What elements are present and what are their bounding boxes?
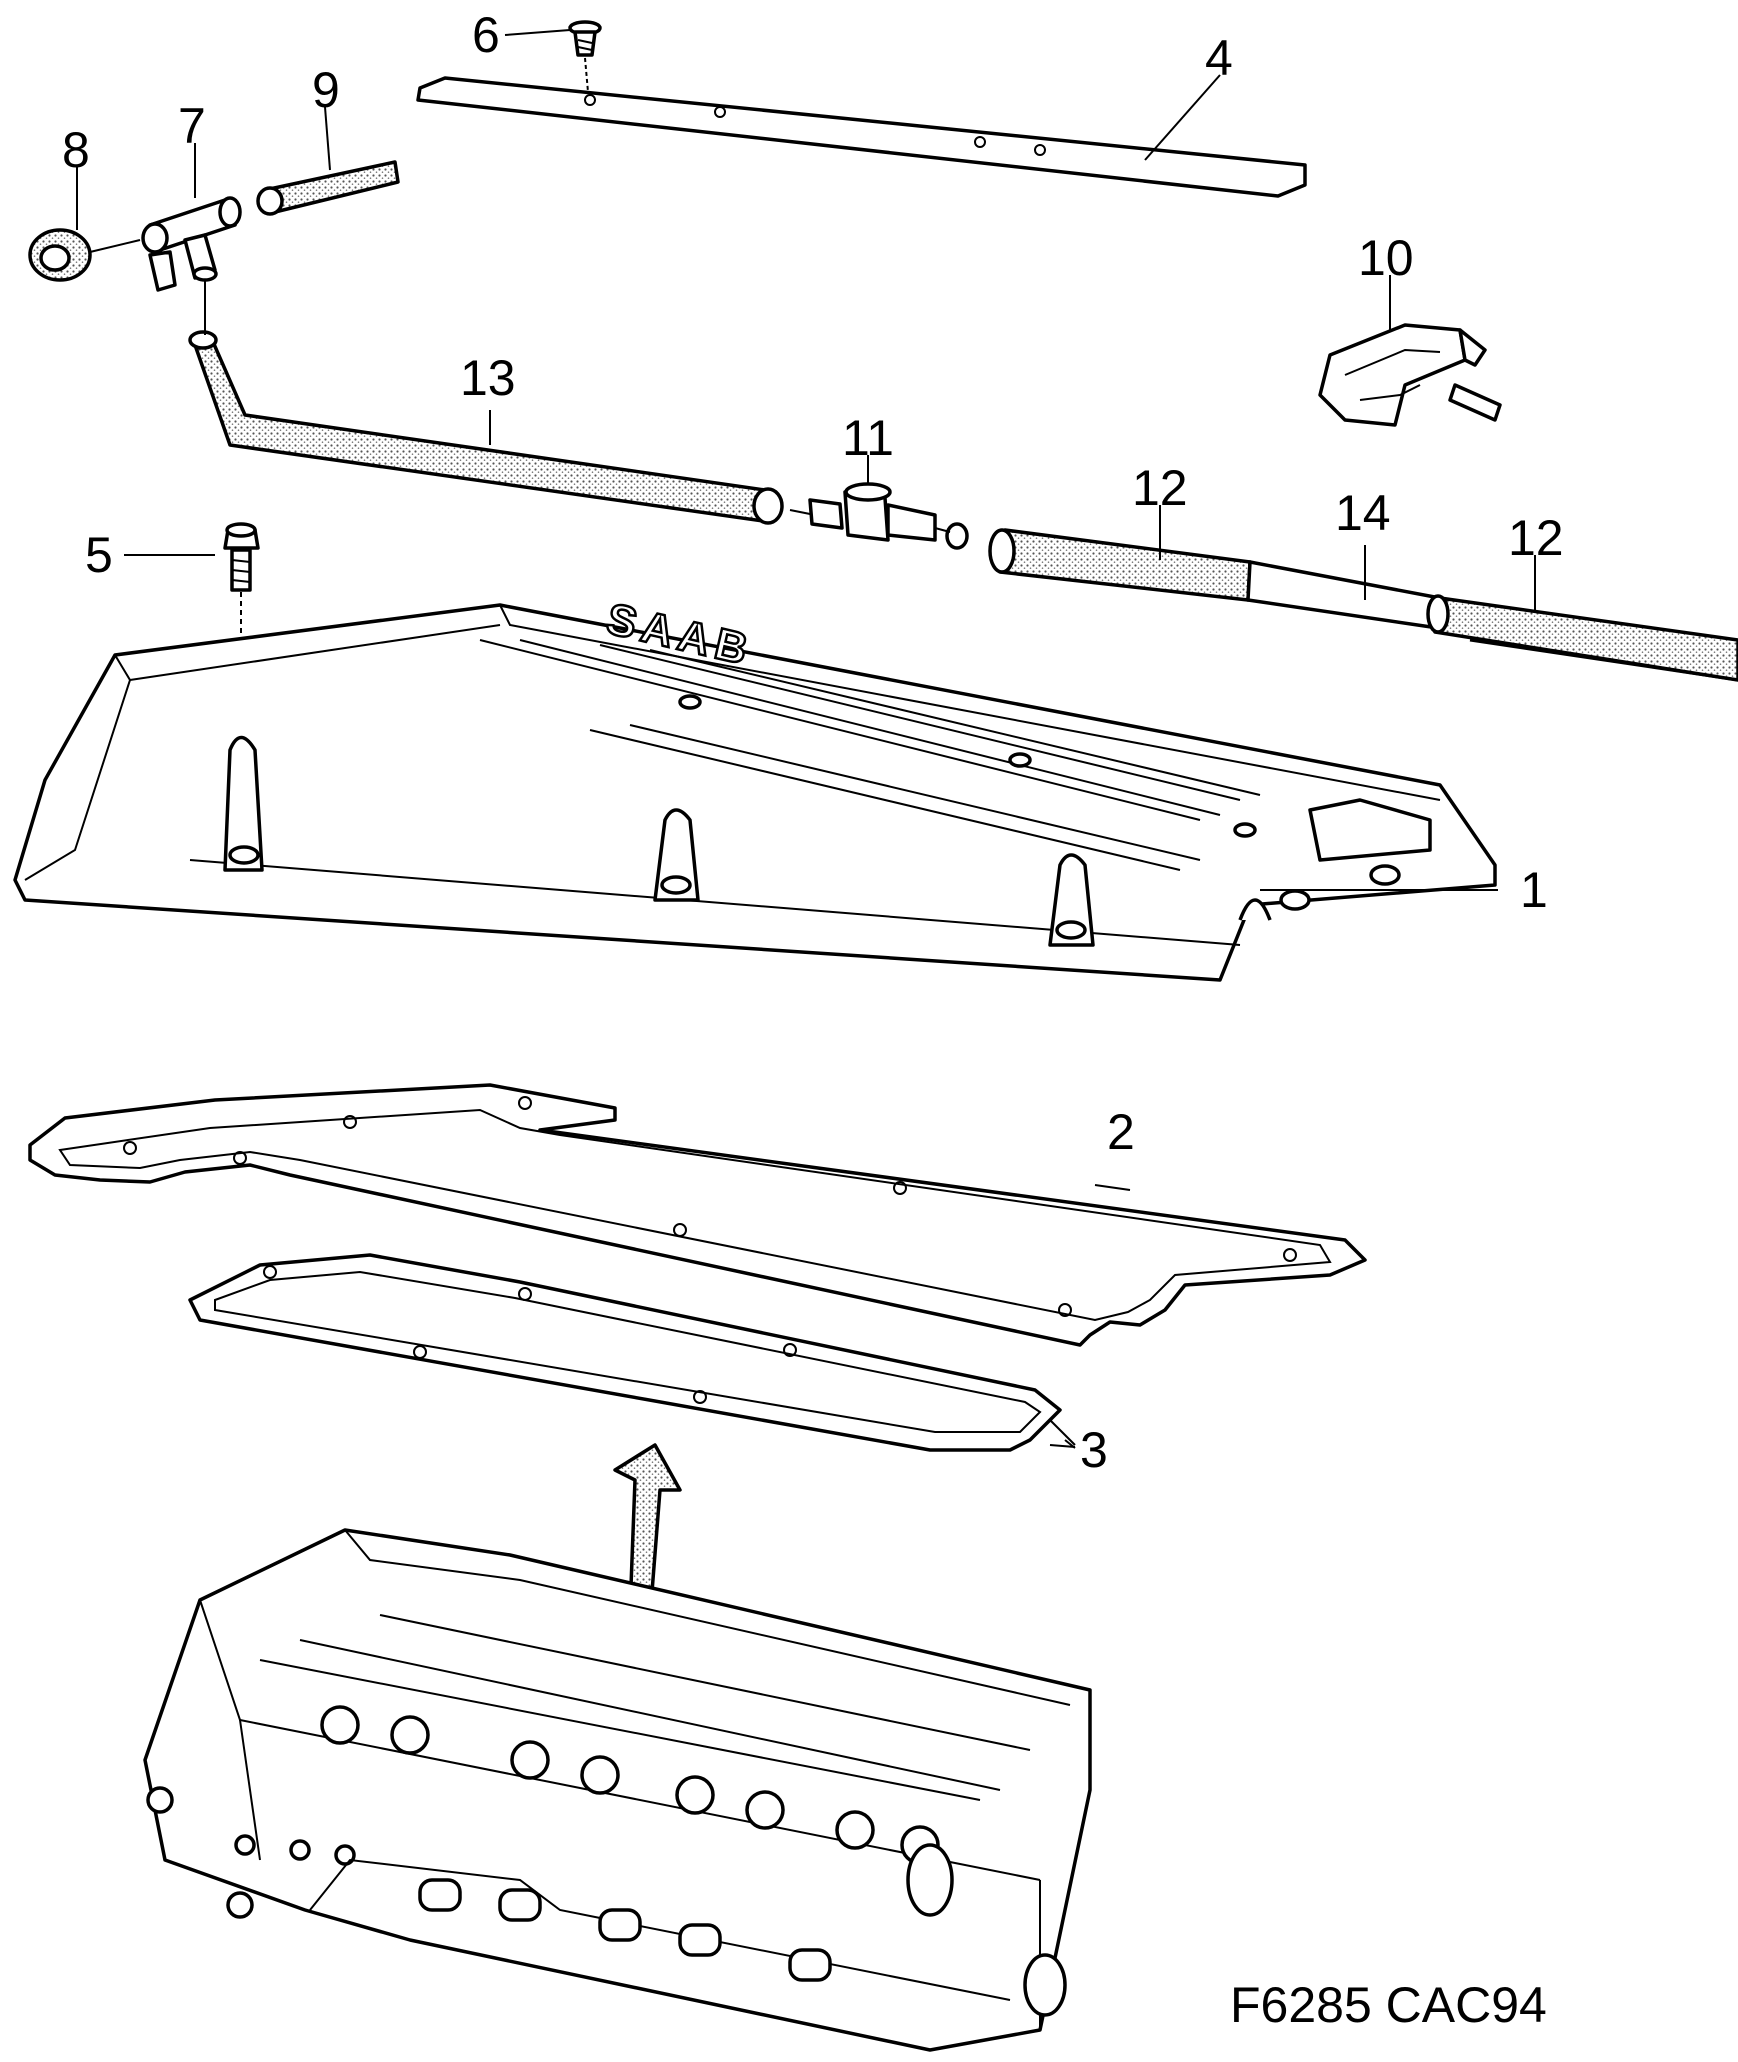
callout-11: 11 <box>842 410 894 466</box>
t-connector-part-7 <box>89 196 242 292</box>
callout-12b: 12 <box>1508 510 1564 566</box>
outer-gasket-part-2 <box>28 1083 1367 1347</box>
callout-7: 7 <box>178 98 206 154</box>
callout-5: 5 <box>85 527 113 583</box>
cylinder-head <box>143 1528 1092 2052</box>
leader-lines <box>76 29 1536 1449</box>
screw-part-6 <box>568 20 602 93</box>
short-hose-part-9 <box>256 160 400 216</box>
callout-10: 10 <box>1358 230 1414 286</box>
callout-3: 3 <box>1080 1422 1108 1478</box>
callout-1: 1 <box>1520 862 1548 918</box>
callout-13: 13 <box>460 350 516 406</box>
callout-14: 14 <box>1335 485 1391 541</box>
long-hose-part-13 <box>188 280 784 525</box>
clamp-part-10 <box>1318 323 1502 427</box>
valve-cover-part-1: SAAB <box>13 593 1497 982</box>
inner-gasket-part-3 <box>188 1253 1062 1452</box>
callout-2: 2 <box>1107 1104 1135 1160</box>
cover-plate-part-4 <box>416 76 1307 198</box>
hose-part-12-14 <box>988 528 1738 682</box>
callout-8: 8 <box>62 122 90 178</box>
rubber-cap-part-8 <box>28 228 92 282</box>
figure-code: F6285 CAC94 <box>1230 1977 1547 2033</box>
callout-6: 6 <box>472 7 500 63</box>
valve-part-11 <box>789 482 969 550</box>
callout-4: 4 <box>1205 30 1233 86</box>
callout-labels: 1 2 3 4 5 6 7 8 9 10 11 12 12 13 14 <box>62 7 1564 1478</box>
callout-12a: 12 <box>1132 460 1188 516</box>
callout-9: 9 <box>312 62 340 118</box>
